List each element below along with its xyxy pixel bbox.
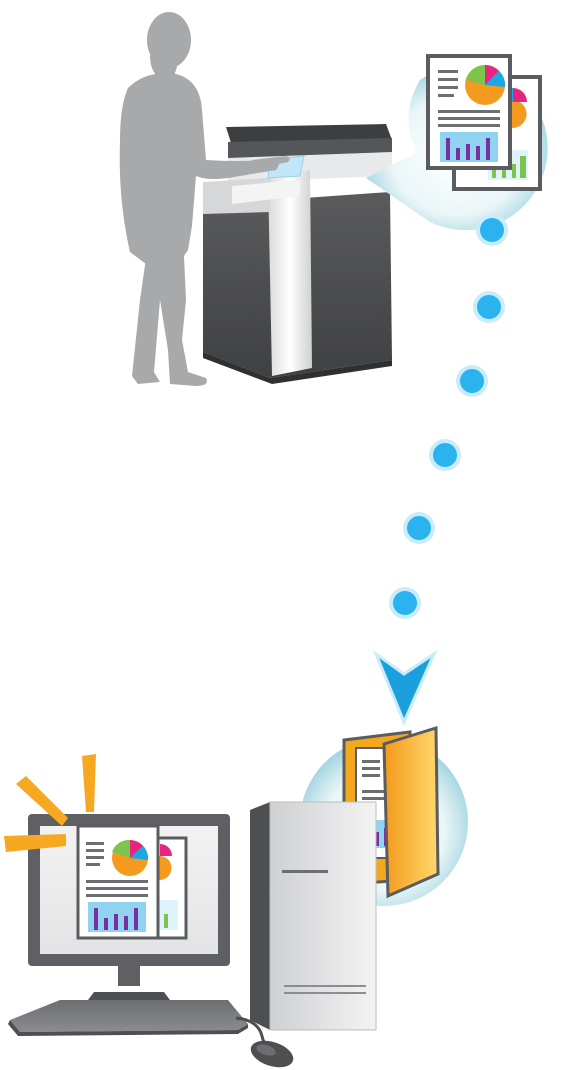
transfer-dot (433, 443, 457, 467)
transfer-dot (393, 591, 417, 615)
mouse-icon (247, 1036, 296, 1070)
keyboard-icon (8, 1000, 248, 1036)
document-icon (78, 826, 158, 938)
transfer-dot (460, 369, 484, 393)
speech-bubble-top (366, 56, 548, 230)
document-icon (428, 56, 510, 168)
transfer-dot (407, 516, 431, 540)
transfer-dot (477, 295, 501, 319)
transfer-dot (480, 218, 504, 242)
transfer-dots (389, 214, 508, 619)
pc-tower-icon (250, 802, 376, 1030)
arrow-down-icon (376, 654, 434, 722)
